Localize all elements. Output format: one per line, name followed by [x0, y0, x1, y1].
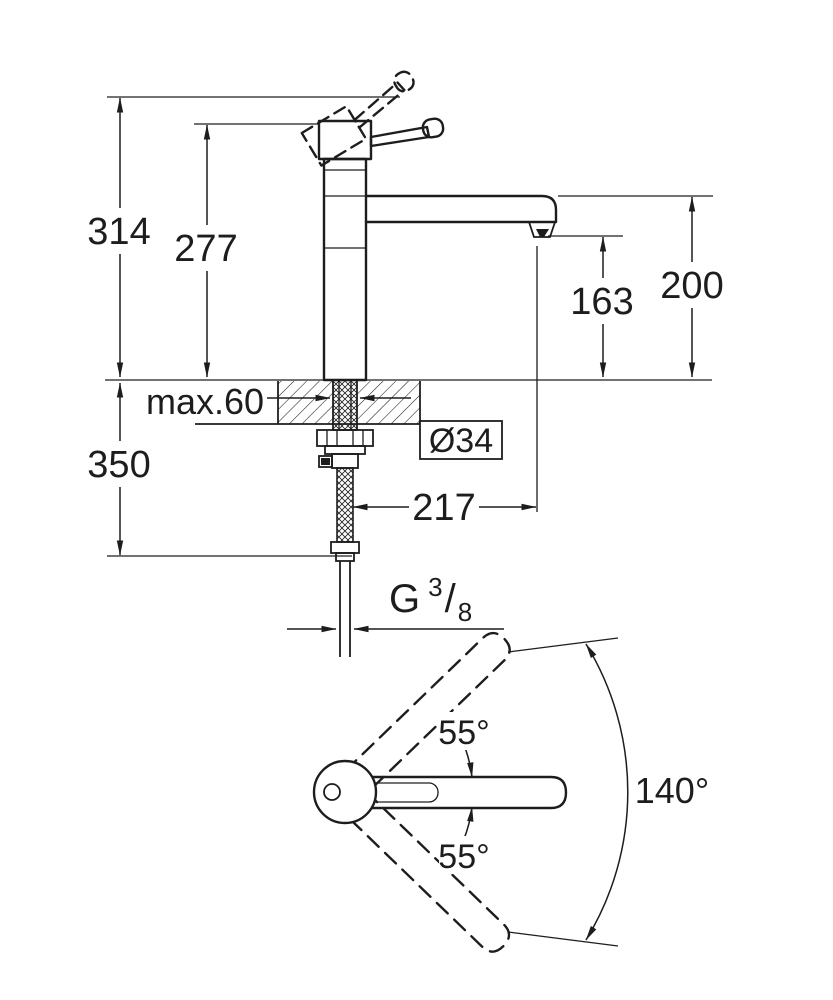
dim-spout-height-value: 200 — [660, 265, 723, 307]
washer — [324, 445, 366, 455]
dashed-cap-outline — [300, 104, 368, 167]
label-mask — [567, 278, 637, 324]
mounting-nut — [316, 429, 374, 447]
connector-tab-detail — [321, 458, 330, 465]
dim-supply-length-value: 350 — [87, 444, 150, 486]
label-mask — [171, 225, 241, 271]
swivel-lower-value: 55° — [438, 838, 489, 876]
dim-outlet-height-value: 163 — [570, 281, 633, 323]
spout-swivel-lower-dashed — [343, 790, 511, 953]
dim-supply-length: 350 — [84, 382, 352, 557]
dim-body-height: 277 — [171, 123, 320, 378]
dashed-spout-outline — [344, 631, 511, 795]
thread-slash: / — [445, 577, 457, 621]
spout-plan-outline — [358, 775, 568, 810]
base-hole-detail — [323, 783, 341, 801]
thread-denominator: 8 — [458, 597, 472, 627]
dim-mount-thickness-value: max.60 — [146, 381, 264, 422]
dim-outlet-height: 163 — [548, 235, 637, 378]
countertop-hatch-left — [278, 381, 333, 424]
faucet-cap — [317, 119, 373, 161]
faucet-lever-knob — [421, 117, 445, 139]
faucet-spout — [364, 194, 558, 224]
swivel-total-value: 140° — [635, 770, 709, 811]
swivel-upper-value: 55° — [438, 714, 489, 752]
spout-aerator — [527, 221, 557, 238]
connector-tab — [318, 455, 333, 468]
dim-hole-diameter: Ø34 — [419, 420, 503, 460]
dim-spout-height: 200 — [558, 195, 727, 378]
dashed-lever-shaft — [353, 81, 406, 129]
hose-end-fitting — [330, 541, 360, 554]
label-mask — [409, 484, 479, 530]
dashed-spout-outline — [343, 790, 511, 953]
faucet-body — [322, 157, 368, 382]
label-mask — [84, 208, 154, 254]
supply-hose — [336, 467, 354, 543]
top-view: 55° 55° 140° — [312, 631, 709, 953]
dashed-lever-knob — [393, 70, 415, 93]
dim-mount-thickness: max.60 — [146, 381, 411, 422]
dim-overall-height-value: 314 — [87, 211, 150, 253]
dim-spout-reach-value: 217 — [412, 487, 475, 529]
dim-overall-height: 314 — [84, 96, 400, 378]
countertop-hatch-right — [357, 381, 420, 424]
extension-line-lower — [507, 931, 619, 947]
faucet-base-plan — [312, 759, 378, 825]
dim-hole-diameter-value: Ø34 — [429, 422, 493, 460]
label-mask — [84, 441, 154, 487]
label-mask — [657, 262, 727, 308]
hole-diameter-box — [419, 420, 503, 460]
thread-prefix: G — [389, 577, 420, 621]
dim-spout-reach: 217 — [352, 246, 538, 530]
dim-body-height-value: 277 — [174, 228, 237, 270]
side-view: 314 277 163 200 350 — [84, 70, 727, 657]
swivel-total-arc — [585, 643, 629, 941]
faucet-lever-raised-dashed — [300, 70, 415, 167]
spout-swivel-upper-dashed — [344, 631, 511, 795]
thread-numerator: 3 — [428, 572, 442, 602]
faucet-lever — [369, 125, 431, 148]
extension-line-upper — [507, 637, 619, 653]
label-mask — [439, 836, 491, 874]
hose-end-collar — [335, 552, 355, 562]
hose-connector — [331, 453, 359, 469]
mounting-shank — [332, 379, 358, 431]
aerator-outlet — [536, 229, 549, 237]
label-mask — [439, 712, 491, 750]
